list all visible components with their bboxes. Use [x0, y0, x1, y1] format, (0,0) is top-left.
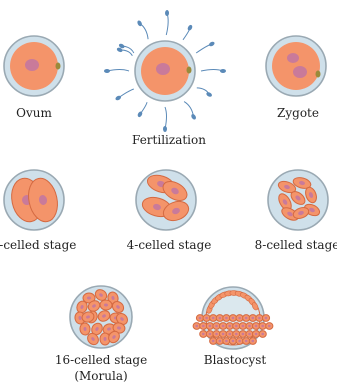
sperm-head — [208, 41, 215, 47]
fertilization-label: Fertilization — [132, 133, 206, 148]
fertilization-illustration — [104, 10, 226, 132]
nucleus — [202, 325, 205, 327]
four-cell-label: 4-celled stage — [127, 238, 212, 253]
nucleus — [261, 333, 264, 335]
polar-body — [56, 63, 61, 70]
nucleus — [215, 333, 218, 335]
nucleus — [255, 325, 258, 327]
sperm-head — [163, 126, 167, 132]
nucleus — [25, 59, 39, 71]
nucleus — [232, 317, 235, 319]
nucleus — [248, 333, 251, 335]
nucleus — [87, 297, 91, 300]
nucleus — [205, 317, 208, 319]
nucleus — [265, 317, 268, 319]
two-cell-illustration — [4, 170, 64, 230]
nucleus — [252, 340, 255, 342]
nucleus — [212, 317, 215, 319]
nucleus — [228, 325, 231, 327]
sperm-tail — [201, 70, 223, 72]
nucleus — [252, 317, 255, 319]
two-cell-label: 2-celled stage — [0, 238, 76, 253]
sixteen-cell-label: 16-celled stage — [55, 353, 147, 368]
zygote-cytoplasm — [272, 42, 320, 90]
sperm-head — [187, 24, 193, 31]
nucleus — [222, 333, 225, 335]
nucleus — [245, 317, 248, 319]
nucleus — [209, 325, 212, 327]
ovum-label: Ovum — [16, 106, 52, 121]
sperm-tail — [107, 70, 129, 72]
nucleus — [202, 333, 205, 335]
male-pronucleus — [287, 53, 299, 63]
nucleus — [199, 317, 202, 319]
nucleus — [225, 317, 228, 319]
nucleus — [219, 340, 222, 342]
nucleus — [156, 63, 170, 75]
sperm-tail — [166, 13, 168, 35]
sperm-head — [136, 20, 142, 27]
nucleus — [235, 325, 238, 327]
nucleus — [219, 317, 222, 319]
sperm-head — [165, 10, 169, 16]
nucleus — [235, 333, 238, 335]
eight-cell-label: 8-celled stage — [255, 238, 337, 253]
zygote-label: Zygote — [277, 106, 319, 121]
nucleus — [225, 340, 228, 342]
female-pronucleus — [293, 66, 307, 78]
sixteen-cell-illustration — [70, 286, 132, 348]
nucleus — [232, 340, 235, 342]
ovum-illustration — [4, 36, 64, 96]
nucleus — [248, 325, 251, 327]
nucleus — [212, 340, 215, 342]
sperm-head — [206, 91, 213, 97]
nucleus — [228, 333, 231, 335]
nucleus — [242, 325, 245, 327]
polar-body — [316, 71, 321, 78]
nucleus — [238, 340, 241, 342]
four-cell-illustration — [136, 170, 196, 230]
blastocyst-illustration — [193, 287, 273, 349]
nucleus — [268, 325, 271, 327]
nucleus — [242, 333, 245, 335]
eight-cell-illustration — [268, 170, 328, 230]
zygote-illustration — [266, 36, 326, 96]
nucleus — [258, 317, 261, 319]
blastocyst-label: Blastocyst — [204, 353, 267, 368]
nucleus — [215, 325, 218, 327]
sperm-head — [220, 69, 226, 73]
morula-label: (Morula) — [74, 369, 127, 384]
sperm-head — [190, 113, 197, 120]
nucleus — [261, 325, 264, 327]
nucleus — [209, 333, 212, 335]
sperm-head — [104, 69, 110, 73]
nucleus — [222, 325, 225, 327]
nucleus — [238, 317, 241, 319]
nucleus — [255, 333, 258, 335]
sperm-tail — [165, 107, 167, 129]
nucleus — [195, 325, 198, 327]
polar-body — [187, 67, 192, 74]
nucleus — [245, 340, 248, 342]
